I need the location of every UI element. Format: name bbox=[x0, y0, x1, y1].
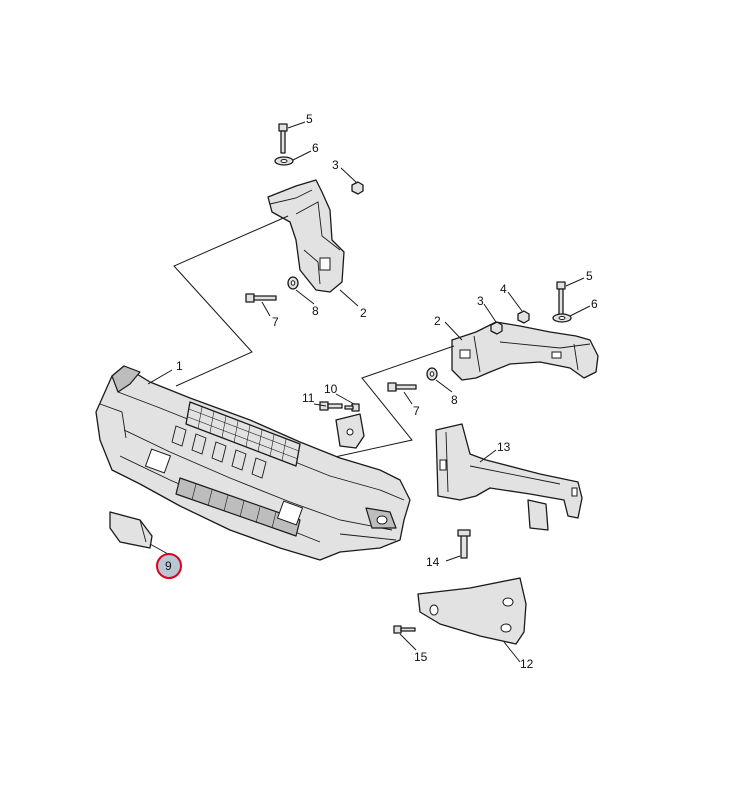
washer-8-upper-left[interactable] bbox=[287, 276, 299, 290]
callout-2-left: 2 bbox=[360, 306, 367, 320]
small-mount-bracket[interactable] bbox=[335, 413, 365, 449]
callout-9-highlight[interactable]: 9 bbox=[156, 553, 182, 579]
washer-6-upper-right[interactable] bbox=[552, 313, 572, 323]
callout-7-left: 7 bbox=[272, 315, 279, 329]
washer-6-upper-left[interactable] bbox=[274, 156, 294, 166]
leader-lines bbox=[147, 121, 591, 663]
callout-9-ring bbox=[156, 553, 182, 579]
bolt-7-upper-left[interactable] bbox=[245, 293, 277, 303]
bolt-14[interactable] bbox=[457, 529, 471, 559]
callout-12: 12 bbox=[520, 657, 534, 671]
callout-1: 1 bbox=[176, 359, 183, 373]
callout-13: 13 bbox=[497, 440, 511, 454]
nut-3-upper-right[interactable] bbox=[490, 321, 503, 335]
front-bumper-assembly[interactable] bbox=[95, 365, 411, 561]
callout-6-left: 6 bbox=[312, 141, 319, 155]
callout-14: 14 bbox=[426, 555, 440, 569]
screw-15[interactable] bbox=[393, 625, 416, 634]
bumper-end-cap[interactable] bbox=[109, 511, 153, 549]
callout-2-right: 2 bbox=[434, 314, 441, 328]
callout-6-right: 6 bbox=[591, 297, 598, 311]
callout-3-left: 3 bbox=[332, 158, 339, 172]
callout-5-left: 5 bbox=[306, 112, 313, 126]
bolt-10[interactable] bbox=[344, 403, 360, 412]
callout-4: 4 bbox=[500, 282, 507, 296]
bolt-5-upper-right[interactable] bbox=[556, 281, 566, 316]
callout-15: 15 bbox=[414, 650, 428, 664]
nut-3-upper-left[interactable] bbox=[351, 181, 364, 195]
callout-11: 11 bbox=[302, 391, 315, 405]
assembly-line-right bbox=[293, 345, 455, 467]
washer-8-upper-right[interactable] bbox=[426, 367, 438, 381]
callout-8-right: 8 bbox=[451, 393, 458, 407]
nut-4-upper-right[interactable] bbox=[517, 310, 530, 324]
bolt-5-upper-left[interactable] bbox=[278, 123, 288, 154]
lower-panel-12[interactable] bbox=[417, 577, 527, 645]
upper-left-bracket[interactable] bbox=[267, 179, 345, 293]
callout-5-right: 5 bbox=[586, 269, 593, 283]
callout-9: 9 bbox=[165, 559, 172, 573]
assembly-line-left bbox=[173, 215, 289, 387]
callout-7-right: 7 bbox=[413, 404, 420, 418]
upper-right-bracket[interactable] bbox=[451, 321, 599, 381]
bolt-7-upper-right[interactable] bbox=[387, 382, 417, 392]
support-bracket-13[interactable] bbox=[435, 423, 583, 531]
callout-3-right: 3 bbox=[477, 294, 484, 308]
callout-10: 10 bbox=[324, 382, 338, 396]
callout-8-left: 8 bbox=[312, 304, 319, 318]
